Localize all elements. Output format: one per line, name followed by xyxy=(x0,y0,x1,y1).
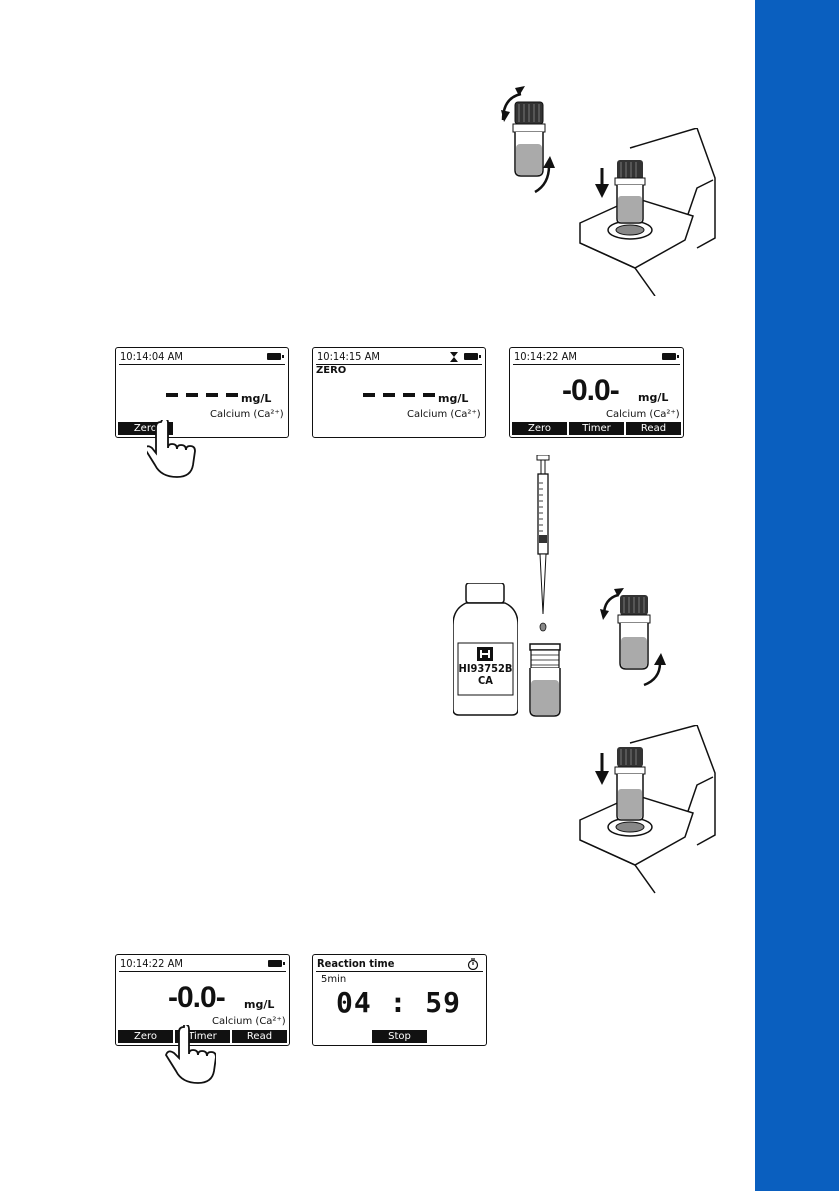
side-tab-bar xyxy=(755,0,839,1191)
battery-icon xyxy=(662,353,676,360)
unit-label: mg/L xyxy=(244,998,274,1011)
unit-label: mg/L xyxy=(241,392,271,405)
clock-time: 10:14:15 AM xyxy=(317,350,380,364)
zero-softkey[interactable]: Zero xyxy=(512,422,567,435)
battery-icon xyxy=(267,353,281,360)
parameter-label: Calcium (Ca²⁺) xyxy=(606,409,680,420)
read-softkey[interactable]: Read xyxy=(626,422,681,435)
reading-dashes xyxy=(363,393,438,397)
screen-header: Reaction time xyxy=(316,957,483,972)
clock-time: 10:14:22 AM xyxy=(514,350,577,364)
read-softkey[interactable]: Read xyxy=(232,1030,287,1043)
meter-screen-zero-prompt: 10:14:04 AM mg/L Calcium (Ca²⁺) Zero xyxy=(115,347,289,438)
clock-time: 10:14:04 AM xyxy=(120,350,183,364)
stop-softkey[interactable]: Stop xyxy=(372,1030,427,1043)
open-cuvette-illustration xyxy=(525,642,565,718)
meter-screen-zero-done: 10:14:22 AM -0.0- mg/L Calcium (Ca²⁺) Ze… xyxy=(509,347,684,438)
pointing-hand-icon-2 xyxy=(160,1025,216,1091)
meter-insert-cuvette-illustration xyxy=(575,128,720,296)
screen-header: 10:14:04 AM xyxy=(119,350,285,365)
parameter-label: Calcium (Ca²⁺) xyxy=(407,409,481,420)
meter-screen-zeroing: 10:14:15 AM ZERO mg/L Calcium (Ca²⁺) xyxy=(312,347,486,438)
screen-header: 10:14:22 AM xyxy=(513,350,680,365)
reading-value: -0.0- xyxy=(562,376,619,406)
battery-icon xyxy=(464,353,478,360)
screen-header: 10:14:15 AM xyxy=(316,350,482,365)
timer-title: Reaction time xyxy=(317,957,394,971)
unit-label: mg/L xyxy=(438,392,468,405)
softkey-bar: Stop xyxy=(315,1030,484,1043)
parameter-label: Calcium (Ca²⁺) xyxy=(210,409,284,420)
clock-time: 10:14:22 AM xyxy=(120,957,183,971)
softkey-bar: Zero xyxy=(118,422,286,435)
zero-status: ZERO xyxy=(316,365,346,376)
unit-label: mg/L xyxy=(638,391,668,404)
reading-dashes xyxy=(166,393,241,397)
reading-value: -0.0- xyxy=(168,983,225,1013)
timer-duration: 5min xyxy=(321,974,346,985)
cuvette-shake-illustration xyxy=(495,80,565,200)
screen-header: 10:14:22 AM xyxy=(119,957,286,972)
softkey-3 xyxy=(429,1030,484,1043)
battery-icon xyxy=(268,960,282,967)
timer-softkey[interactable]: Timer xyxy=(569,422,624,435)
cuvette-shake-illustration-2 xyxy=(600,585,670,690)
softkey-bar: Zero Timer Read xyxy=(512,422,681,435)
syringe-illustration xyxy=(528,455,558,637)
parameter-label: Calcium (Ca²⁺) xyxy=(212,1016,286,1027)
stopwatch-icon xyxy=(467,958,479,970)
countdown-display: 04 : 59 xyxy=(313,987,484,1019)
softkey-1 xyxy=(315,1030,370,1043)
reagent-bottle: HI93752B CA xyxy=(453,583,518,716)
pointing-hand-icon xyxy=(147,420,199,484)
bottle-label-type: CA xyxy=(453,675,518,687)
hourglass-icon xyxy=(450,352,458,362)
softkey-3 xyxy=(231,422,286,435)
meter-insert-cuvette-illustration-2 xyxy=(575,725,720,895)
meter-screen-reaction-timer: Reaction time 5min 04 : 59 Stop xyxy=(312,954,487,1046)
